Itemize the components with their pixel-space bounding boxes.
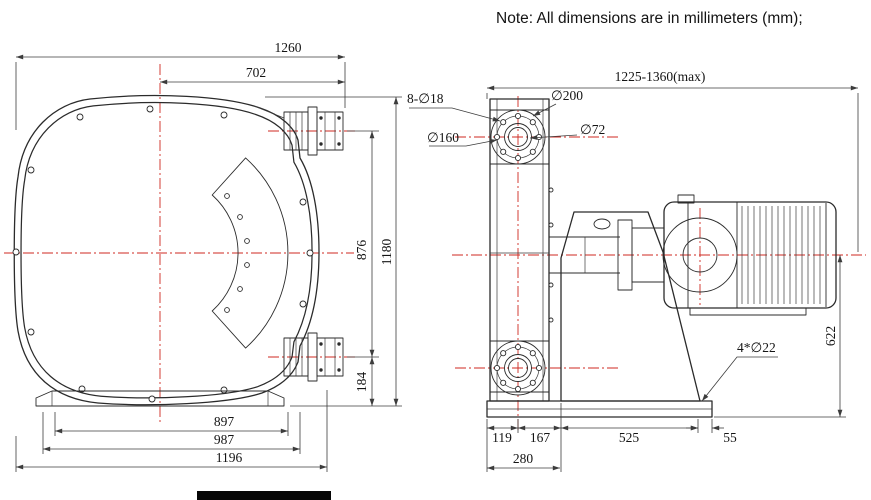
- centerlines-front: [4, 64, 356, 424]
- base-plate-front: [35, 390, 285, 407]
- dim-184: 184: [354, 357, 375, 406]
- centerlines-side: [452, 96, 866, 432]
- dim-label-622: 622: [823, 326, 838, 346]
- label-anchor-holes: 4*∅22: [737, 340, 776, 355]
- dim-987: 987: [42, 412, 301, 454]
- leader-bolt-holes: 8-∅18: [407, 91, 501, 122]
- leader-anchor-holes: 4*∅22: [701, 340, 778, 402]
- dim-897: 897: [54, 412, 289, 436]
- pedestal: [549, 211, 701, 402]
- watermark-bar: [197, 491, 331, 500]
- motor: [662, 194, 837, 316]
- hose-shoe-segment: [211, 157, 289, 349]
- dim-876: 876: [347, 130, 379, 358]
- dimensions-front: 1260 702 876 1180 184: [15, 40, 402, 472]
- side-view: 1225-1360(max) 622 119 167 525: [407, 69, 866, 472]
- dim-label-1260: 1260: [275, 40, 302, 55]
- units-note: Note: All dimensions are in millimeters …: [496, 10, 803, 27]
- dim-label-1196: 1196: [216, 450, 243, 465]
- dim-label-184: 184: [354, 372, 369, 393]
- label-bolt-circle: ∅160: [427, 130, 459, 145]
- label-flange-od: ∅200: [551, 88, 583, 103]
- dim-row-bottom: 119 167 525 55: [486, 403, 737, 472]
- front-view: 1260 702 876 1180 184: [4, 40, 402, 472]
- dim-1260: 1260: [15, 40, 346, 130]
- pump-housing: [12, 94, 320, 406]
- motor-cooling-fins: [741, 206, 821, 304]
- hose-flange-bottom: [490, 340, 546, 396]
- label-bolt-holes: 8-∅18: [407, 91, 444, 106]
- dim-1180: 1180: [265, 96, 402, 407]
- label-hose-bore: ∅72: [580, 122, 605, 137]
- dim-label-702: 702: [246, 65, 266, 80]
- dim-label-987: 987: [214, 432, 235, 447]
- bottom-port-flange: [283, 332, 344, 382]
- dim-280: 280: [487, 451, 560, 471]
- dim-702: 702: [160, 65, 345, 85]
- dim-622: 622: [714, 255, 846, 418]
- dim-label-897: 897: [214, 414, 235, 429]
- leader-bolt-circle: ∅160: [427, 130, 498, 147]
- dim-length-range: 1225-1360(max): [486, 69, 859, 252]
- dim-1196: 1196: [15, 390, 328, 472]
- dim-label-876: 876: [354, 240, 369, 261]
- dim-label-280: 280: [513, 451, 534, 466]
- dim-label-167: 167: [530, 430, 551, 445]
- dim-label-1180: 1180: [379, 239, 394, 266]
- dim-label-525: 525: [619, 430, 640, 445]
- dim-label-55: 55: [723, 430, 737, 445]
- leader-flange-od: ∅200: [532, 88, 583, 117]
- dim-label-119: 119: [492, 430, 512, 445]
- hose-flange-top: [490, 109, 546, 165]
- dim-label-length-range: 1225-1360(max): [615, 69, 706, 84]
- leader-hose-bore: ∅72: [529, 122, 605, 140]
- dimensions-side: 1225-1360(max) 622 119 167 525: [407, 69, 859, 472]
- lifting-eye: [677, 194, 695, 204]
- top-port-flange: [283, 106, 344, 156]
- base-plate-side: [486, 400, 713, 418]
- motor-foot: [689, 307, 807, 316]
